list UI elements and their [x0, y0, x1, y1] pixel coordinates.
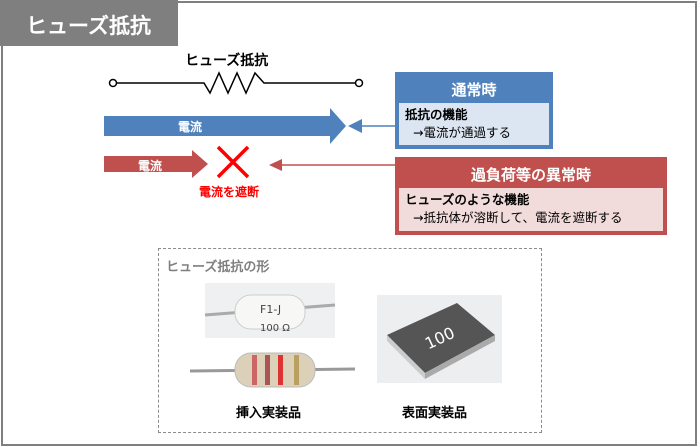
normal-heading: 抵抗の機能 [405, 107, 468, 122]
resistor-symbol [108, 71, 364, 95]
blocked-label: 電流を遮断 [199, 185, 260, 199]
smd-resistor-photo: 100 [377, 295, 502, 383]
marking-top: F1-J [260, 303, 281, 316]
shapes-panel [158, 248, 542, 433]
resistor-label: ヒューズ抵抗 [185, 53, 269, 69]
through-hole-label: 挿入実装品 [236, 406, 302, 421]
page-title: ヒューズ抵抗 [0, 0, 178, 46]
abnormal-callout: 過負荷等の異常時 ヒューズのような機能 →抵抗体が溶断して、電流を遮断する [395, 157, 667, 235]
current-arrow-blue [104, 108, 346, 144]
abnormal-heading: ヒューズのような機能 [405, 192, 530, 207]
marking-value: 100 Ω [260, 323, 290, 334]
normal-desc: →電流が通過する [413, 125, 511, 140]
current-arrow-red [104, 150, 208, 178]
normal-callout: 通常時 抵抗の機能 →電流が通過する [395, 72, 553, 149]
abnormal-header: 過負荷等の異常時 [470, 166, 591, 184]
shapes-title: ヒューズ抵抗の形 [166, 260, 270, 275]
current-label-red: 電流 [138, 159, 163, 173]
surface-mount-label: 表面実装品 [402, 406, 468, 421]
normal-pointer [348, 119, 395, 133]
current-label-blue: 電流 [178, 120, 203, 134]
through-hole-resistor-photos: F1-J 100 Ω [190, 283, 356, 388]
blocked-x-icon [216, 145, 250, 179]
normal-header: 通常時 [451, 81, 497, 99]
abnormal-pointer [269, 159, 395, 171]
abnormal-desc: →抵抗体が溶断して、電流を遮断する [413, 210, 623, 225]
